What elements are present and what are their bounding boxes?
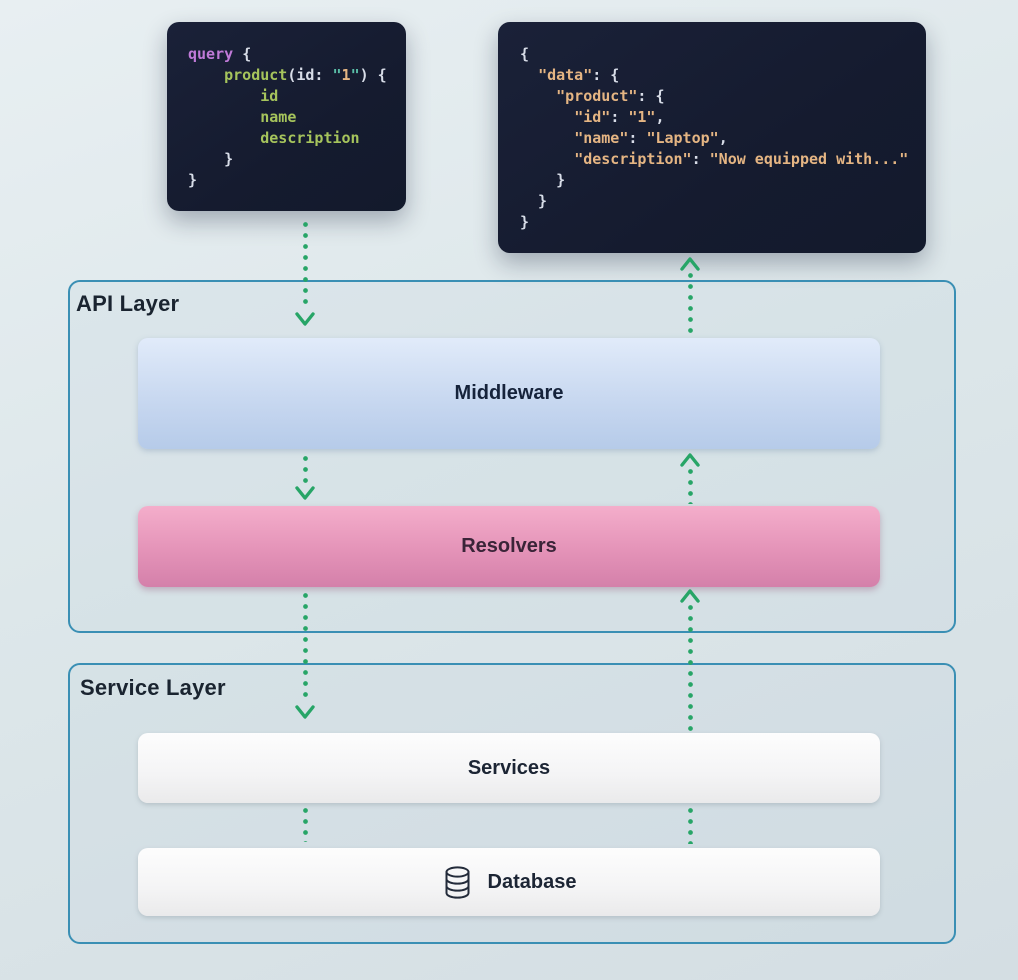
- arrow-query-to-middleware-line: [303, 222, 308, 310]
- arrow-down-head-services: [295, 705, 315, 719]
- arrow-up-head-resolvers: [680, 589, 700, 603]
- arrow-down-head-resolvers: [295, 486, 315, 500]
- middleware-block: Middleware: [138, 338, 880, 449]
- arrow-middleware-to-resolvers-line: [303, 456, 308, 484]
- services-block: Services: [138, 733, 880, 803]
- resolvers-label: Resolvers: [461, 535, 557, 557]
- arrow-down-head-middleware: [295, 312, 315, 326]
- json-response-code-block: { "data": { "product": { "id": "1", "nam…: [498, 22, 926, 253]
- database-icon: [442, 865, 473, 900]
- database-block: Database: [138, 848, 880, 916]
- api-layer-label: API Layer: [76, 291, 180, 316]
- arrow-middleware-to-response-line: [688, 273, 693, 336]
- arrow-up-head-response: [680, 257, 700, 271]
- graphql-query-code: query { product(id: "1") { id name descr…: [188, 45, 387, 189]
- service-layer-label: Service Layer: [80, 675, 226, 700]
- arrow-resolvers-to-services-line: [303, 593, 308, 703]
- graphql-query-code-block: query { product(id: "1") { id name descr…: [167, 22, 406, 211]
- services-label: Services: [467, 756, 551, 779]
- database-label: Database: [487, 870, 577, 893]
- arrow-up-head-middleware: [680, 453, 700, 467]
- arrow-resolvers-to-middleware-line: [688, 469, 693, 504]
- middleware-label: Middleware: [454, 382, 564, 404]
- resolvers-block: Resolvers: [138, 506, 880, 587]
- arrow-database-to-services-line: [688, 808, 693, 844]
- arrow-services-to-resolvers-line: [688, 605, 693, 731]
- arrow-services-to-database-line: [303, 808, 308, 842]
- json-response-code: { "data": { "product": { "id": "1", "nam…: [520, 45, 909, 231]
